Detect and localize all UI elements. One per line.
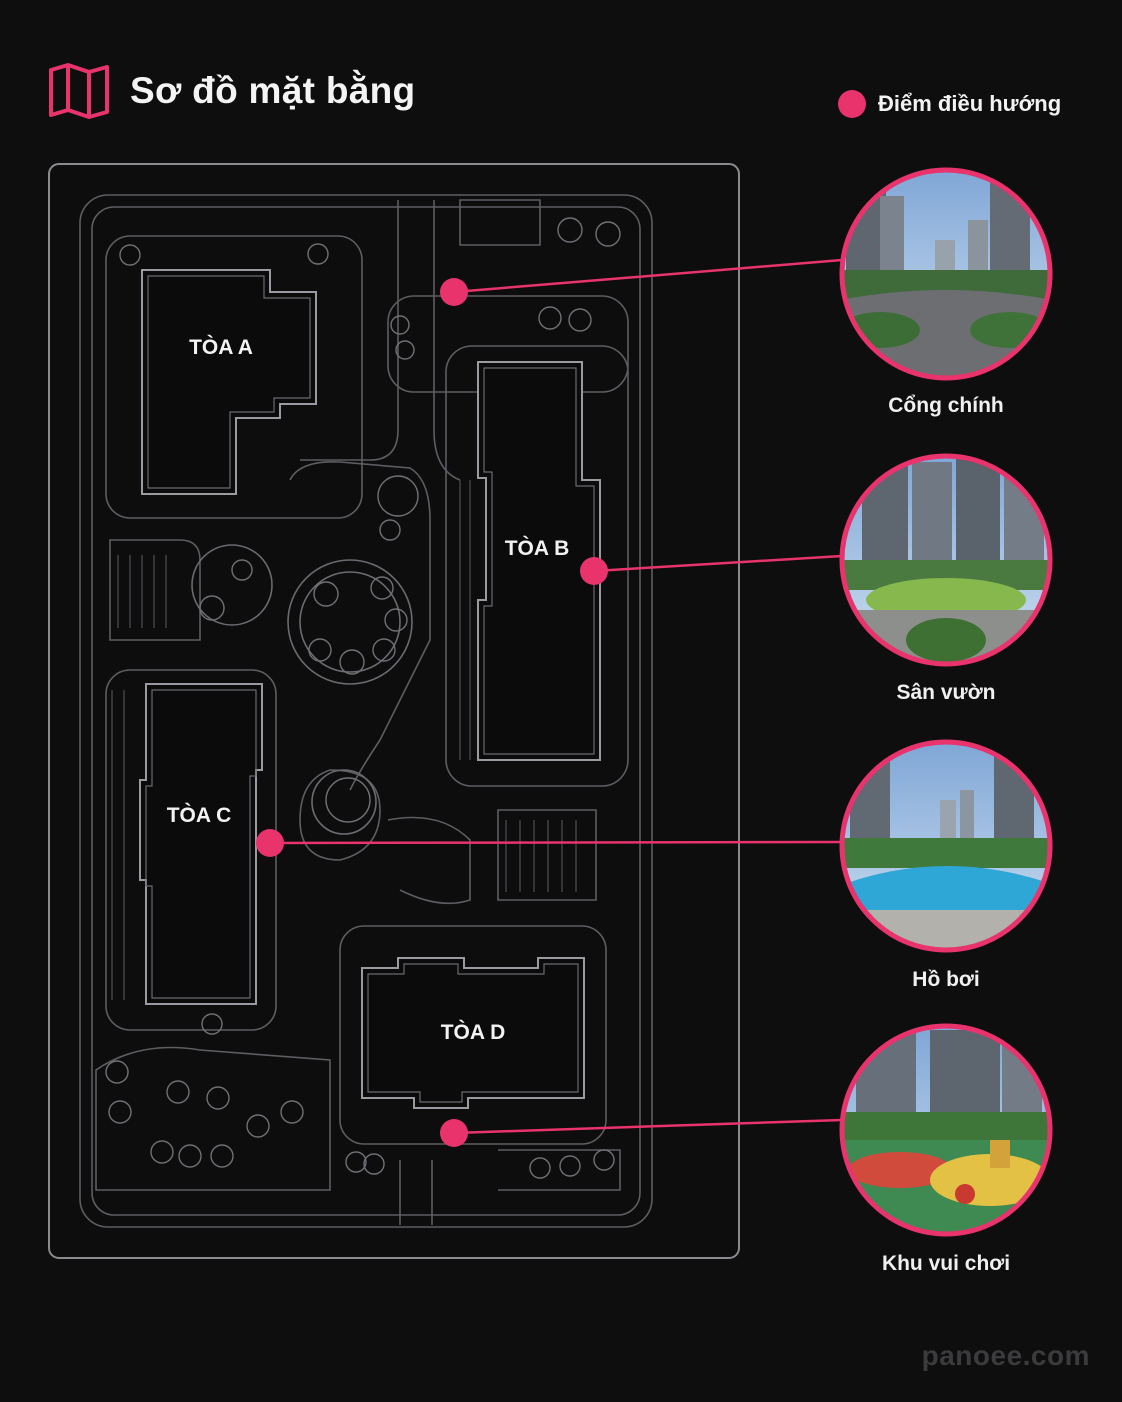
legend: Điểm điều hướng [838, 90, 1061, 118]
nav-point-pool[interactable] [256, 829, 284, 857]
building-c-outline [139, 683, 263, 1005]
building-inner-outlines [145, 275, 595, 1103]
building-label-c: TÒA C [167, 803, 232, 827]
legend-label: Điểm điều hướng [878, 91, 1062, 116]
legend-dot [838, 90, 866, 118]
thumbnail-main-gate[interactable] [839, 167, 1053, 381]
connector-pool [269, 840, 843, 845]
building-label-d: TÒA D [441, 1020, 506, 1044]
thumbnail-pool[interactable] [839, 739, 1053, 953]
roundabout [191, 544, 413, 835]
page-title: Sơ đồ mặt bằng [130, 70, 416, 111]
caption-garden: Sân vườn [896, 681, 996, 704]
thumbnail-playground[interactable] [839, 1023, 1053, 1237]
connector-lines [269, 258, 843, 1135]
building-b-outline [477, 361, 601, 761]
watermark: panoee.com [921, 1340, 1090, 1371]
building-label-b: TÒA B [505, 536, 570, 560]
nav-point-garden[interactable] [580, 557, 608, 585]
caption-main-gate: Cổng chính [888, 394, 1004, 417]
building-d-outline [361, 957, 585, 1109]
connector-garden [593, 554, 843, 573]
page-header: Sơ đồ mặt bằng [48, 62, 415, 120]
connector-main-gate [453, 258, 843, 294]
building-footprints [139, 269, 601, 1109]
parking-stripes [111, 480, 577, 1000]
thumbnail-garden[interactable] [839, 453, 1053, 667]
building-label-a: TÒA A [189, 335, 253, 359]
tree-symbols [105, 217, 621, 1179]
nav-point-playground[interactable] [440, 1119, 468, 1147]
nav-point-main-gate[interactable] [440, 278, 468, 306]
map-icon [49, 63, 109, 119]
caption-playground: Khu vui chơi [881, 1252, 1011, 1275]
caption-pool: Hồ bơi [912, 968, 980, 991]
connector-playground [453, 1118, 843, 1135]
building-a-outline [141, 269, 317, 495]
